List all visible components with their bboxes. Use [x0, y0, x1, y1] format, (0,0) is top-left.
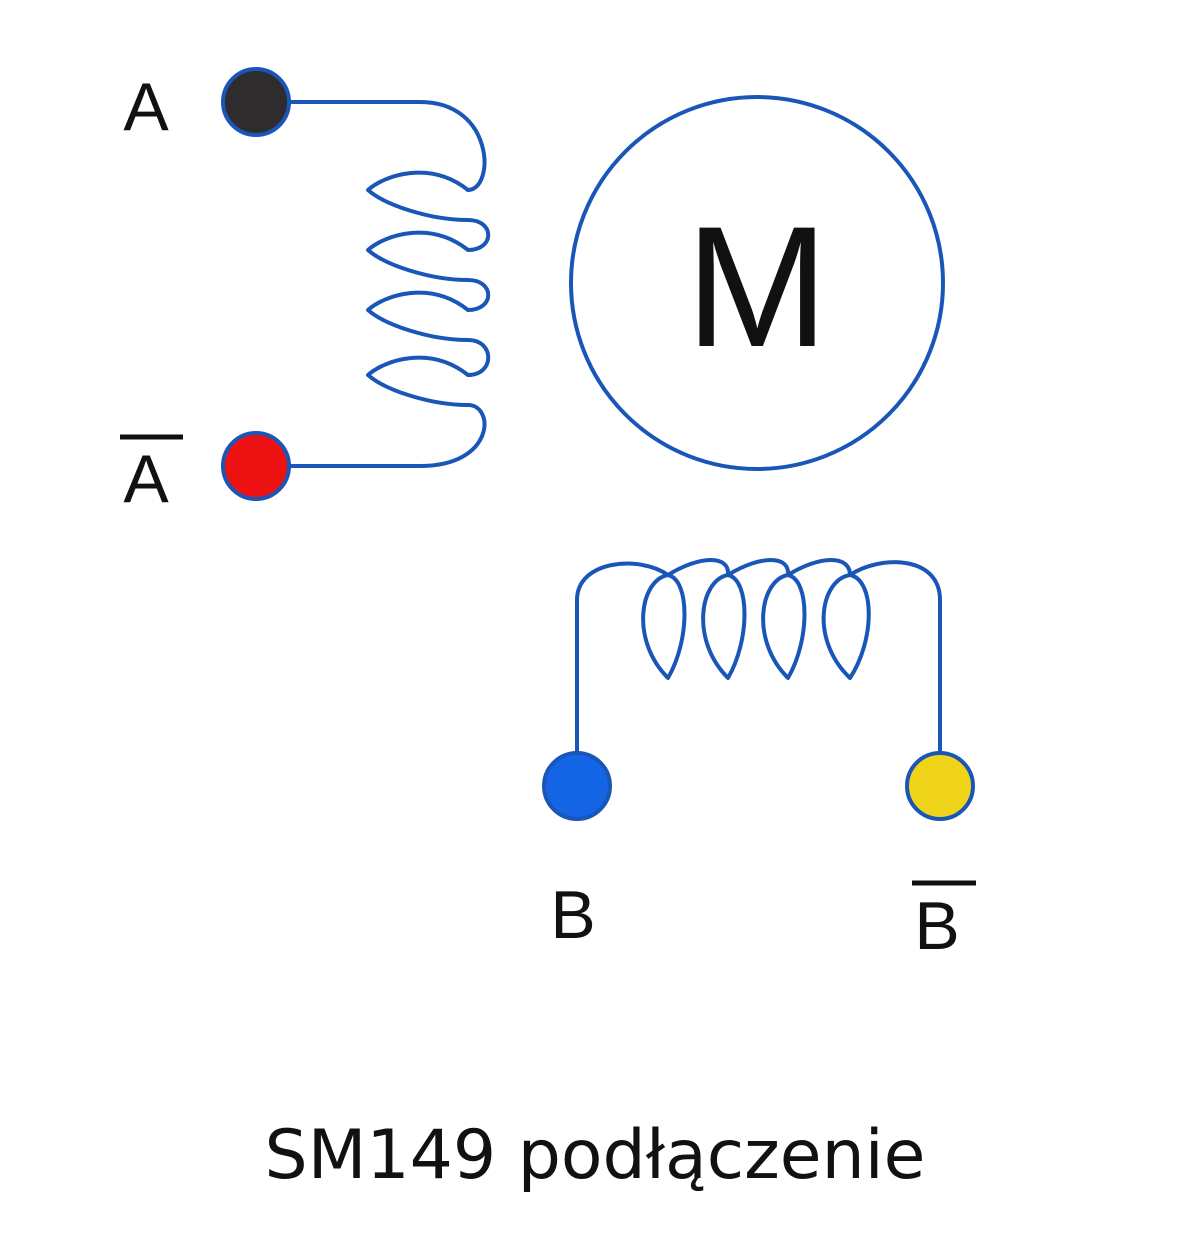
motor: M — [569, 95, 945, 471]
motor-label: M — [685, 191, 828, 383]
coil-a-lead-top — [256, 100, 487, 192]
terminal-b-bar-label-group: B — [912, 880, 976, 964]
terminal-a-bar-label-group: A — [120, 434, 183, 517]
coil-a-winding — [366, 170, 491, 407]
coil-b-winding — [641, 558, 871, 680]
terminal-b — [542, 751, 612, 821]
terminal-a-bar — [221, 431, 291, 501]
terminal-b-bar — [905, 751, 975, 821]
terminal-a-bar-label: A — [123, 441, 169, 517]
coil-b-lead-right — [848, 560, 942, 788]
terminal-a — [221, 67, 291, 137]
caption: SM149 podłączenie — [265, 1116, 926, 1195]
motor-circle — [569, 95, 945, 471]
terminal-a-label: A — [123, 69, 169, 145]
coil-a-lead-bottom — [256, 403, 487, 468]
coil-a — [256, 100, 491, 468]
coil-b-lead-left — [575, 561, 670, 788]
coil-b — [575, 558, 942, 788]
terminal-b-label: B — [550, 877, 595, 953]
terminal-b-bar-label: B — [914, 888, 959, 964]
